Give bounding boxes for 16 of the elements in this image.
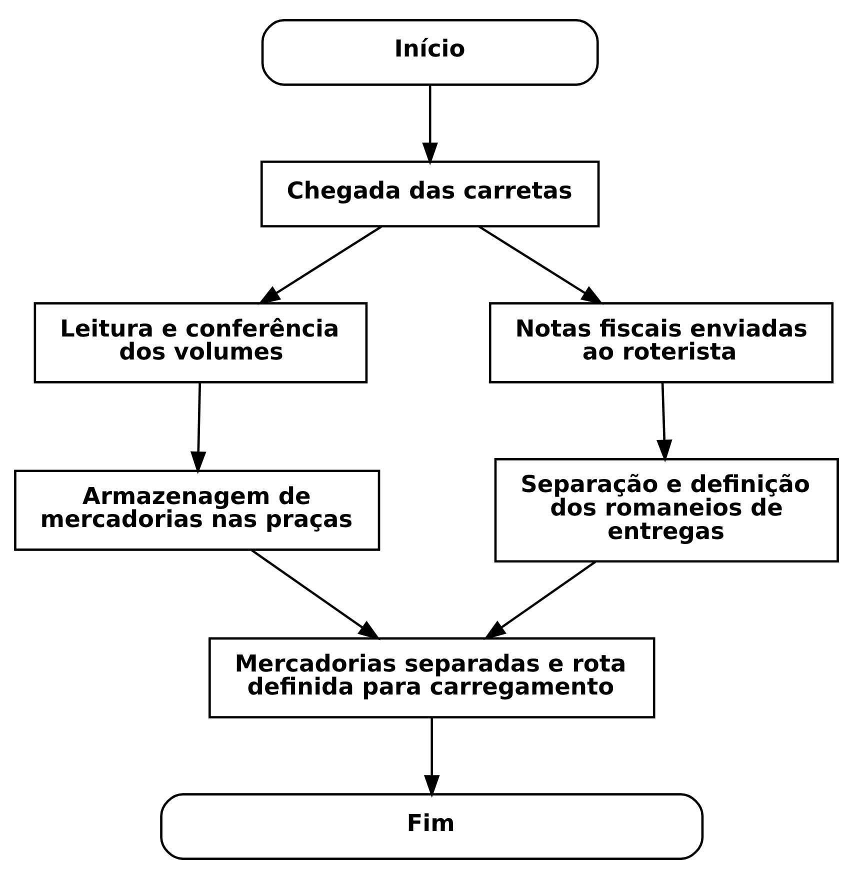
node-box: Separação e definição dos romaneios de entregas [494,458,839,563]
node-box: Notas fiscais enviadas ao roterista [488,302,834,384]
node-box: Armazenagem de mercadorias nas praças [14,470,380,551]
arrow [422,84,438,166]
arrow [250,549,381,640]
node-box: Chegada das carretas [260,160,600,228]
arrow [478,226,604,305]
arrow [424,718,440,798]
node-box: Fim [160,793,704,860]
arrow [656,382,672,462]
arrow [190,382,206,474]
arrow [483,560,596,640]
arrow [258,226,382,305]
node-box: Início [261,19,599,86]
node-box: Leitura e conferência dos volumes [34,302,368,384]
node-box: Mercadorias separadas e rota definida para carregamento [208,637,656,718]
